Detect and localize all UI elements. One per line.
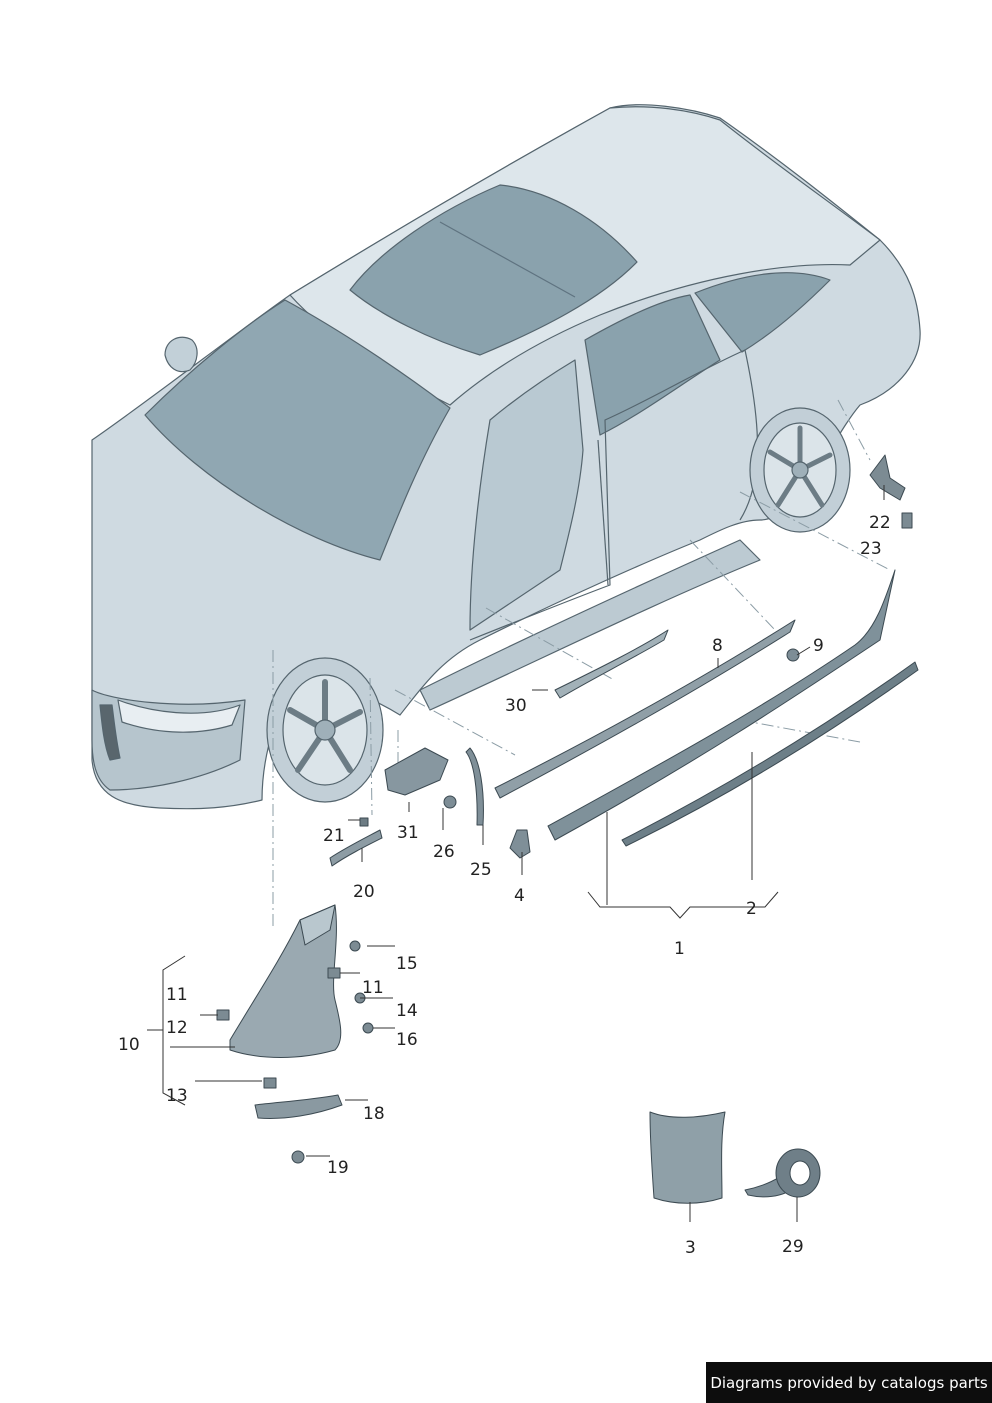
callout-29: 29: [782, 1237, 804, 1257]
callout-18: 18: [363, 1104, 385, 1124]
car-illustration: [91, 104, 921, 810]
callout-13: 13: [166, 1086, 188, 1106]
leader-lines: [147, 485, 885, 1222]
callout-30: 30: [505, 696, 527, 716]
callout-12: 12: [166, 1018, 188, 1038]
callout-14: 14: [396, 1001, 418, 1021]
callout-10: 10: [118, 1035, 140, 1055]
parts: [216, 454, 919, 1204]
callout-3: 3: [685, 1238, 696, 1258]
callout-1: 1: [674, 939, 685, 959]
callout-31: 31: [397, 823, 419, 843]
callout-26: 26: [433, 842, 455, 862]
callout-16: 16: [396, 1030, 418, 1050]
callout-25: 25: [470, 860, 492, 880]
callout-19: 19: [327, 1158, 349, 1178]
callout-2: 2: [746, 899, 757, 919]
footer-banner: Diagrams provided by catalogs parts: [706, 1362, 992, 1403]
callout-9: 9: [813, 636, 824, 656]
callout-4: 4: [514, 886, 525, 906]
reference-lines: [272, 399, 891, 930]
callout-20: 20: [353, 882, 375, 902]
callout-22: 22: [869, 513, 891, 533]
callout-8: 8: [712, 636, 723, 656]
callout-11-lower: 11: [362, 978, 384, 998]
callout-21: 21: [323, 826, 345, 846]
callout-15: 15: [396, 954, 418, 974]
callout-23: 23: [860, 539, 882, 559]
callout-11-upper: 11: [166, 985, 188, 1005]
